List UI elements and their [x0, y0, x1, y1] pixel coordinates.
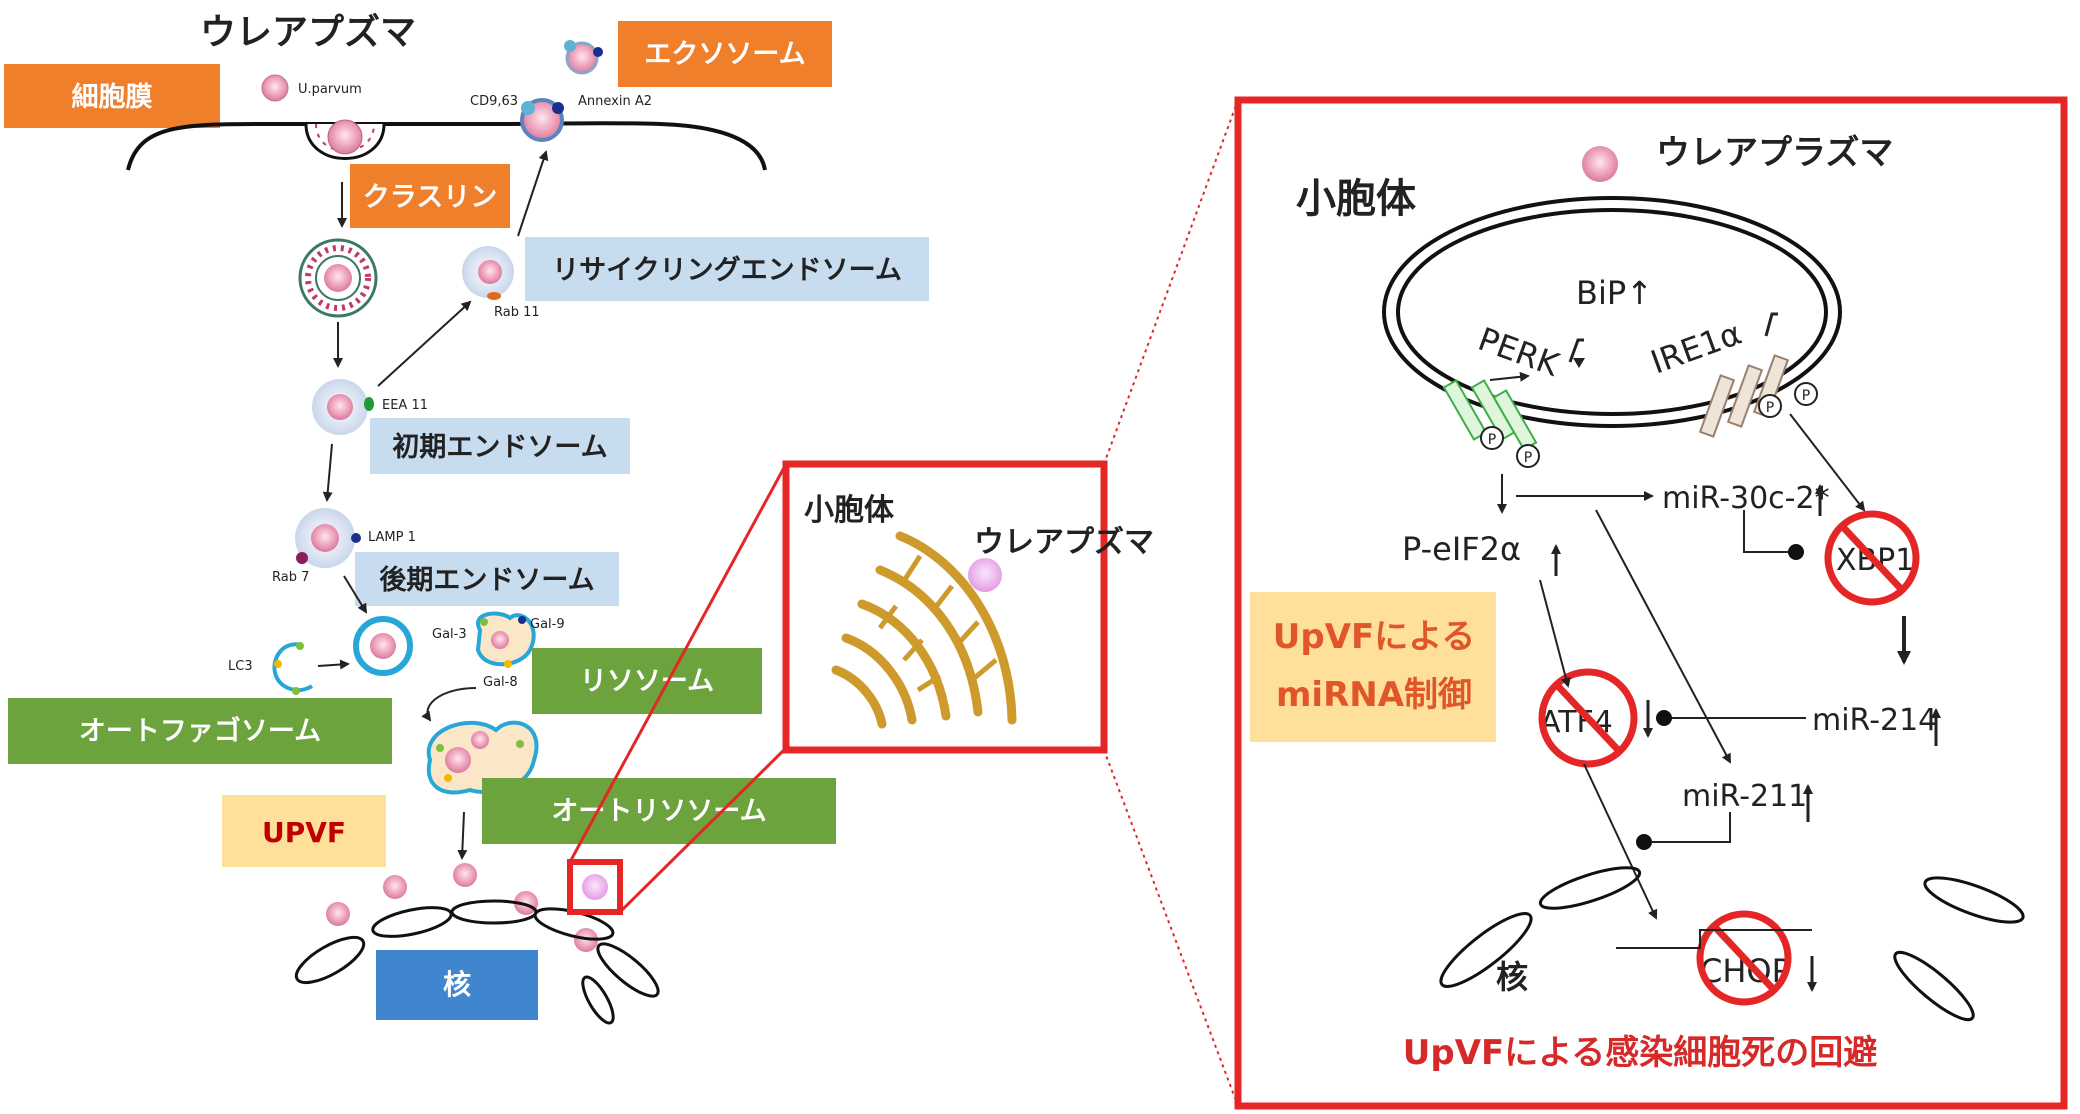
early-endosome-box: [370, 418, 630, 474]
mir211-label: miR-211: [1682, 779, 1807, 814]
nucleus-label: 核: [443, 968, 471, 1001]
perk-phosphates: P P: [1480, 426, 1540, 468]
endocytosis-pathway: ウレアプズマ 細胞膜 エクソソーム U.parvum CD: [4, 11, 929, 1025]
autophagosome-vesicle: [353, 616, 413, 676]
chop-blocked-icon: [1696, 910, 1792, 1006]
svg-text:P: P: [1524, 450, 1532, 466]
detail-connector-upper: [1103, 99, 1239, 465]
detail-nucleus-envelope: [1439, 866, 2025, 1022]
er-stress-detail-panel: ウレアプラズマ 小胞体 BiP↑ PERK P P IRE1α: [1234, 96, 2068, 1110]
late-endosome-box: [355, 552, 619, 606]
lc3-phagophore: [272, 642, 314, 695]
released-particles: [326, 863, 598, 952]
rab11-label: Rab 11: [494, 305, 540, 320]
pathway-arrows: [317, 150, 549, 860]
upvf-mirna-line1: UpVFによる: [1273, 617, 1475, 657]
atf4-blocked-icon: [1538, 668, 1638, 768]
clathrin-coated-vesicle: [298, 238, 378, 318]
gal3-label: Gal-3: [432, 627, 467, 642]
conclusion-label: UpVFによる感染細胞死の回避: [1403, 1033, 1877, 1073]
detail-nucleus-label: 核: [1496, 958, 1528, 996]
er-zoom-label: 小胞体: [804, 493, 895, 528]
er-zoom-ureaplasma: ウレアプズマ: [974, 525, 1154, 560]
rab7-label: Rab 7: [272, 570, 309, 585]
recycling-endosome-box: [525, 237, 929, 301]
autophagosome-box: [8, 698, 392, 764]
mir30-label: miR-30c-2*: [1662, 481, 1830, 516]
detail-ureaplasma-particle: [1582, 146, 1618, 182]
upvf-box: [222, 795, 386, 867]
annexin-label: Annexin A2: [578, 94, 652, 109]
chop-promoter-line: [1616, 929, 1812, 949]
clathrin-label: クラスリン: [363, 182, 497, 213]
detail-inhibitions: [1636, 510, 1806, 850]
svg-text:P: P: [1488, 432, 1496, 448]
bip-label: BiP↑: [1576, 274, 1653, 312]
late-endosome-vesicle: [295, 508, 361, 568]
detail-arrows: [1497, 413, 1911, 920]
xbp1-blocked-icon: [1824, 510, 1920, 606]
pathway-title: ウレアプズマ: [200, 11, 416, 53]
uparvum-particle: [261, 74, 289, 102]
svg-text:P: P: [1802, 388, 1810, 404]
exosome-vesicle: [564, 40, 603, 75]
galectin-lysosome: [475, 611, 536, 668]
autolysosome-box: [482, 778, 836, 844]
zoom-line-upper: [568, 463, 788, 863]
cell-membrane-box: [4, 64, 220, 128]
autolysosome-vesicle: [426, 720, 539, 795]
uparvum-label: U.parvum: [298, 82, 362, 97]
cell-membrane-line: [126, 121, 767, 171]
nucleus-box: [376, 950, 538, 1020]
early-endosome-label: 初期エンドソーム: [392, 432, 607, 463]
cell-membrane-label: 細胞膜: [72, 82, 153, 113]
er-membrane-inner: [1396, 208, 1828, 416]
autophagosome-label: オートファゴソーム: [79, 715, 321, 747]
ire1-phosphates: P P: [1758, 382, 1818, 418]
lysosome-label: リソソーム: [580, 666, 714, 697]
recycling-endosome-label: リサイクリングエンドソーム: [552, 254, 902, 286]
detail-ureaplasma-label: ウレアプラズマ: [1656, 133, 1893, 173]
upvf-mirna-line2: miRNA制御: [1276, 675, 1472, 715]
clathrin-box: [350, 164, 510, 228]
er-zoom-particle: [968, 558, 1002, 592]
svg-text:P: P: [1766, 400, 1774, 416]
highlighted-particle: [582, 874, 608, 900]
highlighted-particle-box: [567, 859, 623, 915]
lc3-label: LC3: [228, 659, 253, 674]
p-eif2a-label: P-eIF2α: [1402, 530, 1521, 568]
lysosome-box: [532, 648, 762, 714]
upvf-label: UPVF: [262, 816, 346, 849]
eea1-label: EEA 11: [382, 398, 428, 413]
gal8-label: Gal-8: [483, 675, 518, 690]
early-endosome-vesicle: [312, 379, 374, 435]
er-zoom-panel: 小胞体 ウレアプズマ: [568, 99, 1239, 1107]
recycling-endosome-vesicle: [462, 246, 514, 300]
er-cisternae-links: [877, 554, 998, 693]
upvf-mirna-box: [1250, 592, 1496, 742]
er-membrane-outer: [1382, 196, 1842, 428]
clathrin-pit: [304, 119, 386, 160]
late-endosome-label: 後期エンドソーム: [379, 565, 594, 596]
detail-connector-lower: [1103, 749, 1239, 1107]
exosome-label: エクソソーム: [644, 39, 805, 70]
cd963-label: CD9,63: [470, 94, 518, 109]
mir214-label: miR-214: [1812, 703, 1937, 738]
zoom-line-lower: [618, 746, 788, 914]
detail-er-label: 小胞体: [1296, 176, 1416, 222]
exocytosis-site: [520, 98, 564, 142]
gal9-label: Gal-9: [530, 617, 565, 632]
exosome-box: [618, 21, 832, 87]
nucleus-envelope: [294, 899, 660, 1025]
lamp1-label: LAMP 1: [368, 530, 416, 545]
